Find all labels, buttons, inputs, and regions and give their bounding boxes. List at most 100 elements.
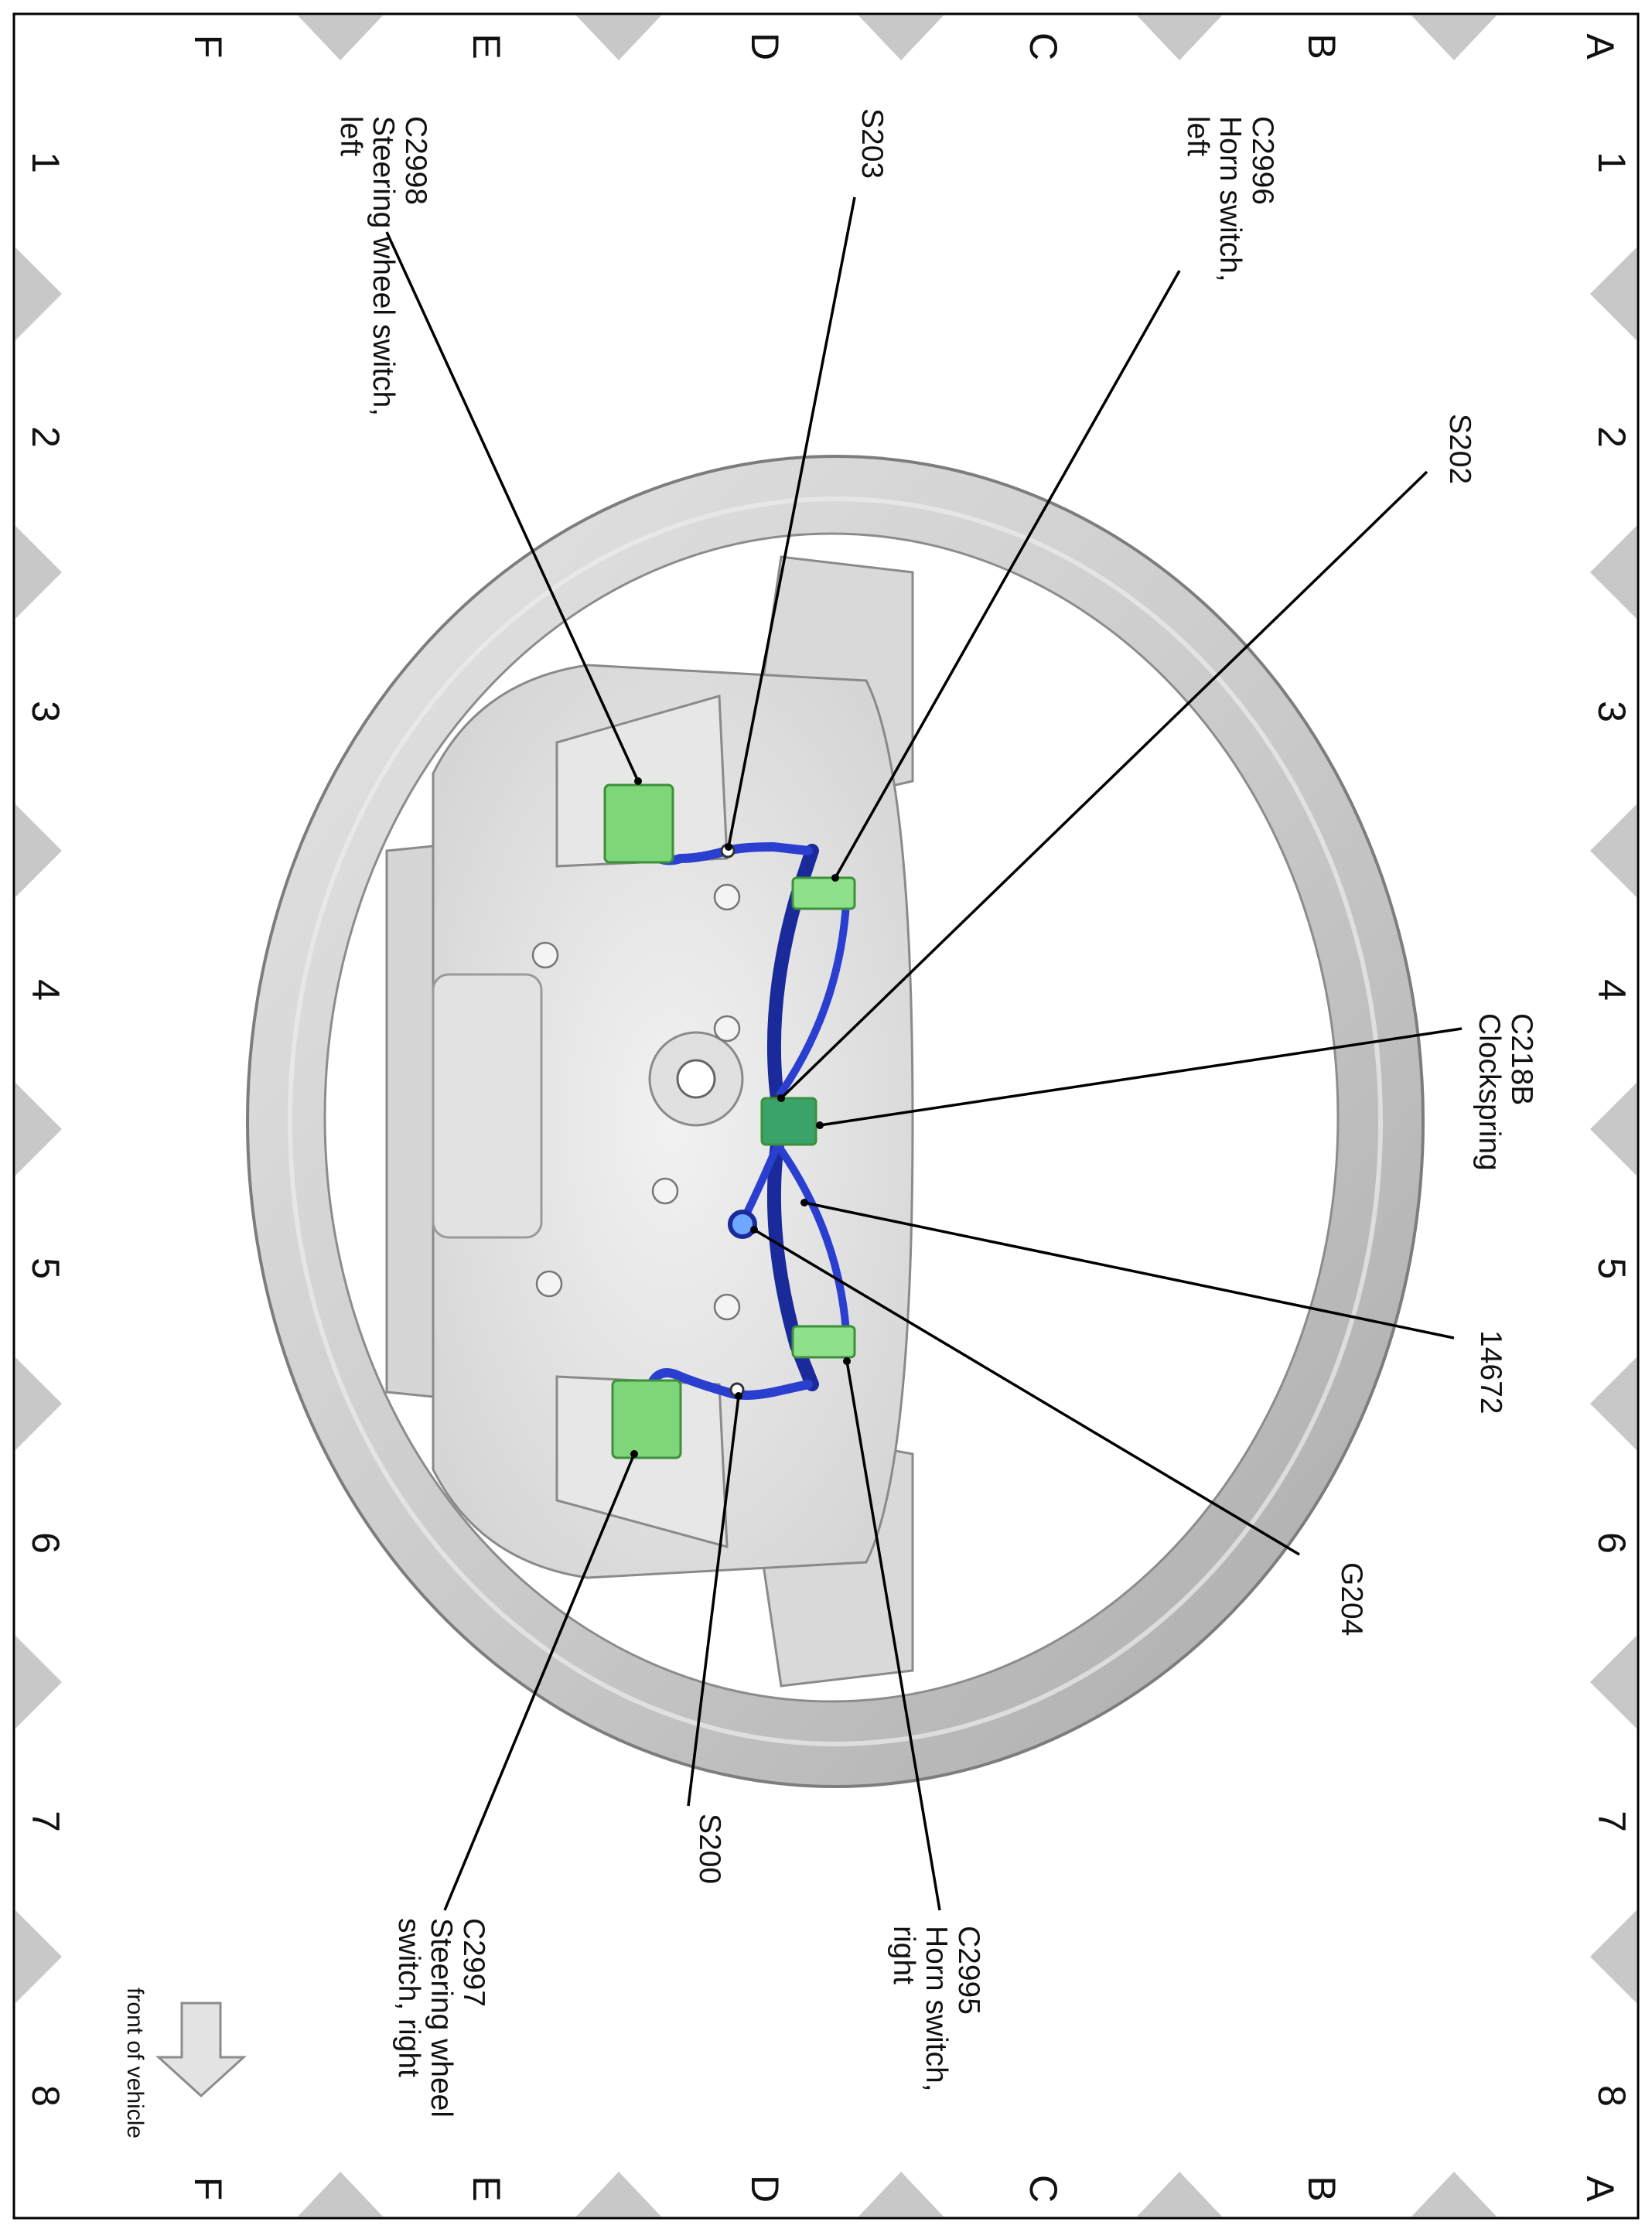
s200-callout: S200 [693, 1814, 726, 1884]
s203-callout-line: S203 [855, 108, 889, 179]
connectors [603, 783, 856, 1459]
c218b-leader-line [819, 1027, 1463, 1127]
grid-marker [1137, 2172, 1222, 2217]
grid-marker [15, 247, 62, 340]
c218b-callout-line: C218B [1505, 1013, 1538, 1105]
front-of-vehicle-label: front of vehicle [122, 1988, 148, 2138]
s200-leader-line [687, 1395, 740, 1807]
front-of-vehicle-indicator [155, 2002, 247, 2098]
c2998-callout-line: Steering wheel switch, [367, 116, 400, 416]
c2998-leader-line [385, 231, 640, 782]
grid-marker [1137, 15, 1222, 60]
c2996-leader-line [834, 270, 1181, 879]
wheel-hub-pocket [432, 973, 543, 1239]
grid-marker [1411, 15, 1497, 60]
grid-column-label-right: 3 [1590, 701, 1633, 722]
g204-leader-tip [750, 1226, 758, 1234]
n14672-leader-line [804, 1201, 1455, 1340]
grid-column-label-right: 6 [1590, 1532, 1633, 1554]
n14672-leader-tip [800, 1199, 808, 1206]
grid-column-label-left: 4 [24, 979, 67, 1001]
grid-column-label-left: 2 [24, 426, 67, 448]
grid-marker [858, 15, 944, 60]
s203-callout: S203 [855, 108, 889, 179]
hub-screws [531, 883, 741, 1321]
s200-leader-tip [735, 1392, 742, 1400]
s202-callout: S202 [1443, 414, 1476, 484]
grid-marker [15, 1357, 62, 1450]
grid-marker [15, 1083, 62, 1176]
s203-leader-line [727, 196, 856, 848]
g204-callout-line: G204 [1335, 1562, 1368, 1636]
grid-row-label-bottom: F [186, 2177, 230, 2201]
grid-column-label-right: 8 [1590, 2085, 1633, 2107]
grid-marker [15, 1636, 62, 1729]
c218b-leader-tip [816, 1121, 824, 1129]
grid-column-label-left: 7 [24, 1811, 67, 1832]
grid-marker [1590, 526, 1637, 619]
grid-row-label-bottom: B [1300, 2176, 1343, 2201]
c2996-callout-line: C2996 [1246, 116, 1279, 205]
s202-leader-tip [777, 1094, 785, 1102]
n14672-callout-line: 14672 [1474, 1330, 1507, 1414]
c2997-callout-line: Steering wheel [425, 1918, 458, 2118]
harness-branch-upper [773, 886, 851, 1102]
grid-marker [1590, 1357, 1637, 1450]
c218b-callout-line: Clockspring [1473, 1013, 1506, 1171]
diagram-border [12, 12, 1640, 2220]
grid-marker [15, 526, 62, 619]
g204-ground-eyelet [728, 1210, 757, 1239]
harness-to-right-switch [637, 1368, 813, 1404]
grid-marker [576, 2172, 661, 2217]
c2997-connector [611, 1379, 682, 1459]
steering-wheel [246, 455, 1425, 1788]
grid-row-label-bottom: E [465, 2176, 508, 2201]
grid-row-label-bottom: C [1022, 2175, 1065, 2203]
c2997-leader-tip [630, 1450, 638, 1458]
grid-row-label-top: B [1300, 33, 1343, 59]
grid-column-label-left: 1 [24, 152, 67, 173]
c2998-connector [603, 783, 674, 864]
c2995-callout-line: right [887, 1926, 920, 1985]
c2996-callout-line: left [1181, 116, 1214, 156]
s202-callout-line: S202 [1443, 414, 1476, 484]
grid-marker [1590, 1636, 1637, 1729]
harness-branch-lower [773, 1141, 851, 1350]
grid-column-label-left: 8 [24, 2085, 67, 2107]
c2997-callout-line: switch, right [392, 1918, 425, 2077]
grid-row-label-bottom: A [1579, 2176, 1622, 2202]
c2995-leader-tip [843, 1357, 851, 1365]
grid-marker [15, 804, 62, 897]
n14672-callout: 14672 [1474, 1330, 1507, 1414]
grid-marker [1411, 2172, 1497, 2217]
arrow-right-icon [155, 2002, 247, 2098]
grid-marker [1590, 1910, 1637, 2003]
grid-column-label-right: 5 [1590, 1258, 1633, 1279]
c2996-callout-line: Horn switch, [1213, 116, 1247, 282]
c2998-callout-line: C2998 [399, 116, 432, 205]
grid-row-label-top: E [465, 33, 508, 59]
grid-markers [15, 15, 1637, 2217]
grid-marker [1590, 247, 1637, 340]
grid-marker [298, 15, 383, 60]
grid-column-label-right: 7 [1590, 1811, 1633, 1832]
c2998-callout-line: left [334, 116, 367, 156]
c2995-connector [791, 1325, 856, 1359]
grid-row-label-bottom: D [743, 2175, 787, 2203]
c218b-connector [760, 1097, 817, 1146]
grid-column-label-left: 6 [24, 1532, 67, 1554]
grid-column-label-right: 1 [1590, 152, 1633, 173]
grid-row-label-top: C [1022, 32, 1065, 60]
grid-column-label-left: 3 [24, 701, 67, 722]
callout-leaders [385, 196, 1463, 1911]
s200-callout-line: S200 [693, 1814, 726, 1884]
grid-marker [298, 2172, 383, 2217]
grid-column-label-right: 2 [1590, 426, 1633, 448]
